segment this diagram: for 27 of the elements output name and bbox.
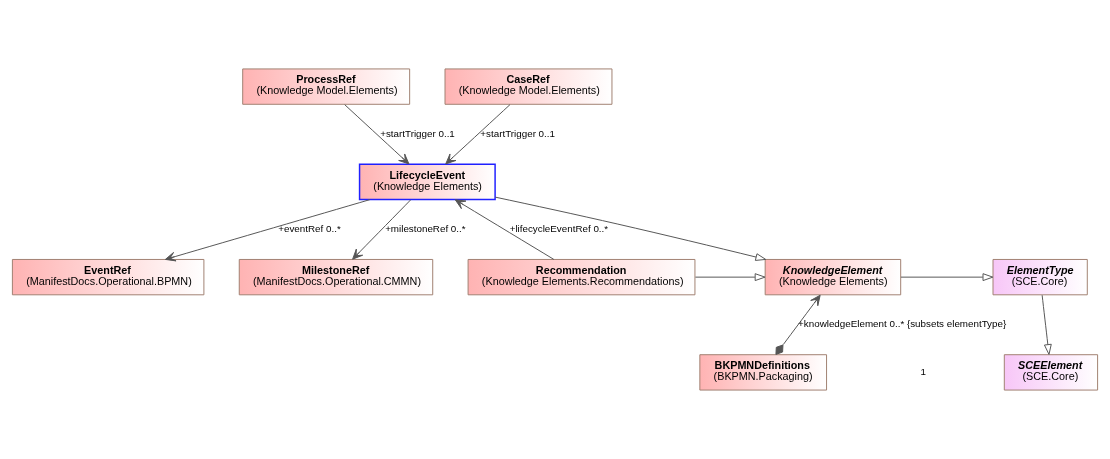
arrow xyxy=(494,196,767,261)
node-box: Recommendation (Knowledge Elements.Recommendations) xyxy=(467,258,696,296)
edge-label: +startTrigger 0..1 xyxy=(480,127,555,139)
node-box: LifecycleEvent (Knowledge Elements) xyxy=(358,163,496,201)
label: 1 xyxy=(920,365,927,377)
edge-label: +knowledgeElement 0..* {subsets elementType} xyxy=(798,318,1007,330)
arrow xyxy=(352,199,412,260)
node-box: SCEElement (SCE.Core) xyxy=(1003,354,1099,391)
arrow xyxy=(344,104,410,165)
arrow xyxy=(1041,294,1052,355)
arrow xyxy=(445,104,511,165)
node-box: MilestoneRef (ManifestDocs.Operational.CMMN) xyxy=(238,258,434,296)
node-box: BKPMNDefinitions (BKPMN.Packaging) xyxy=(699,354,828,391)
arrow xyxy=(775,294,821,355)
arrow xyxy=(900,273,994,282)
edge-label: +startTrigger 0..1 xyxy=(380,127,455,139)
node-box: EventRef (ManifestDocs.Operational.BPMN) xyxy=(11,258,205,296)
arrow xyxy=(694,273,766,282)
edge-label: +lifecycleEventRef 0..* xyxy=(509,222,609,234)
arrow xyxy=(454,199,555,260)
arrow xyxy=(164,199,371,262)
node-box: ProcessRef (Knowledge Model.Elements) xyxy=(242,68,411,105)
edge-label: +eventRef 0..* xyxy=(278,222,341,234)
node-box: KnowledgeElement (Knowledge Elements) xyxy=(764,258,902,296)
node-box: ElementType (SCE.Core) xyxy=(992,258,1088,296)
edge-label: +milestoneRef 0..* xyxy=(385,222,466,234)
node-box: CaseRef (Knowledge Model.Elements) xyxy=(444,68,613,105)
